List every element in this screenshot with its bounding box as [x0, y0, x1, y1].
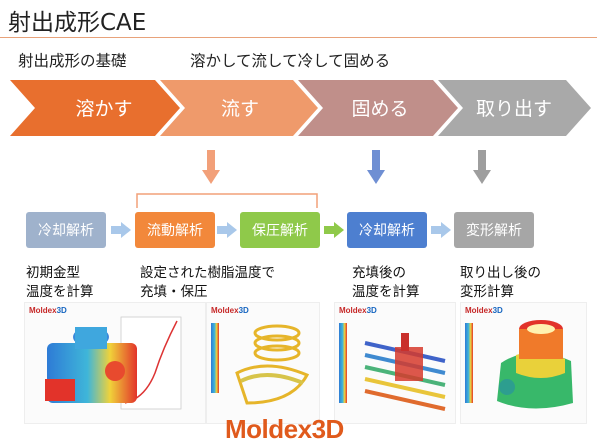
chevron-stage-melt — [10, 80, 180, 136]
chevron-label-solidify: 固める — [351, 98, 408, 120]
result-image-cooling-channels: Moldex3D — [334, 302, 456, 424]
step-arrow-1 — [111, 222, 131, 238]
cooling-channel-graphic — [339, 323, 446, 411]
process-chevron-bar: 溶かす 流す 固める 取り出す — [10, 80, 591, 136]
chevron-label-eject: 取り出す — [476, 98, 552, 120]
step-arrow-3-shape — [324, 222, 344, 238]
subtitle-basics: 射出成形の基礎 — [18, 52, 127, 70]
step-arrow-3 — [324, 222, 344, 238]
step-arrow-2-shape — [217, 222, 237, 238]
chevron-stage-flow — [160, 80, 318, 136]
step-cooling-after-fill: 冷却解析 — [347, 212, 427, 248]
chevron-label-flow: 流す — [221, 98, 259, 120]
result-image-warpage: Moldex3D — [460, 302, 587, 424]
desc-warpage-calc: 取り出し後の 変形計算 — [460, 265, 541, 300]
flow-pack-result-graphic — [211, 323, 310, 405]
moldex3d-logo: Moldex3D — [225, 414, 344, 444]
step-arrow-2 — [217, 222, 237, 238]
cooling-result-graphic — [45, 316, 182, 410]
step-packing-analysis: 保圧解析 — [240, 212, 320, 248]
down-arrow-solidify-head — [367, 170, 385, 184]
flow-pack-bracket — [136, 193, 318, 208]
desc-post-fill-temp: 充填後の 温度を計算 — [352, 265, 420, 300]
step-cooling-initial: 冷却解析 — [26, 212, 106, 248]
down-arrow-eject-head — [473, 170, 491, 184]
result-image-flow-pack: Moldex3D — [206, 302, 320, 424]
step-warpage-analysis: 変形解析 — [454, 212, 534, 248]
warpage-result-graphic — [465, 320, 573, 409]
panel-logo-4: Moldex3D — [465, 306, 503, 315]
subtitle-process: 溶かして流して冷して固める — [190, 52, 391, 70]
down-arrow-solidify-shaft — [372, 150, 380, 172]
panel-logo-2: Moldex3D — [211, 306, 249, 315]
down-arrow-solidify — [367, 150, 385, 184]
slide-title: 射出成形CAE — [8, 10, 147, 36]
down-arrow-eject — [473, 150, 491, 184]
step-arrow-1-shape — [111, 222, 131, 238]
down-arrow-flow-head — [202, 170, 220, 184]
step-arrow-4 — [431, 222, 451, 238]
result-image-cooling: Moldex3D — [24, 302, 206, 424]
panel-logo-3: Moldex3D — [339, 306, 377, 315]
down-arrow-flow — [202, 150, 220, 184]
chevron-label-melt: 溶かす — [75, 98, 132, 120]
step-arrow-4-shape — [431, 222, 451, 238]
panel-logo-1: Moldex3D — [29, 306, 67, 315]
chevron-stage-solidify — [298, 80, 458, 136]
desc-fill-pack: 設定された樹脂温度で 充填・保圧 — [140, 265, 275, 300]
title-divider — [0, 37, 597, 38]
chevron-stage-eject — [438, 80, 591, 136]
desc-initial-mold-temp: 初期金型 温度を計算 — [26, 265, 94, 300]
step-flow-analysis: 流動解析 — [135, 212, 215, 248]
down-arrow-flow-shaft — [207, 150, 215, 172]
down-arrow-eject-shaft — [478, 150, 486, 172]
